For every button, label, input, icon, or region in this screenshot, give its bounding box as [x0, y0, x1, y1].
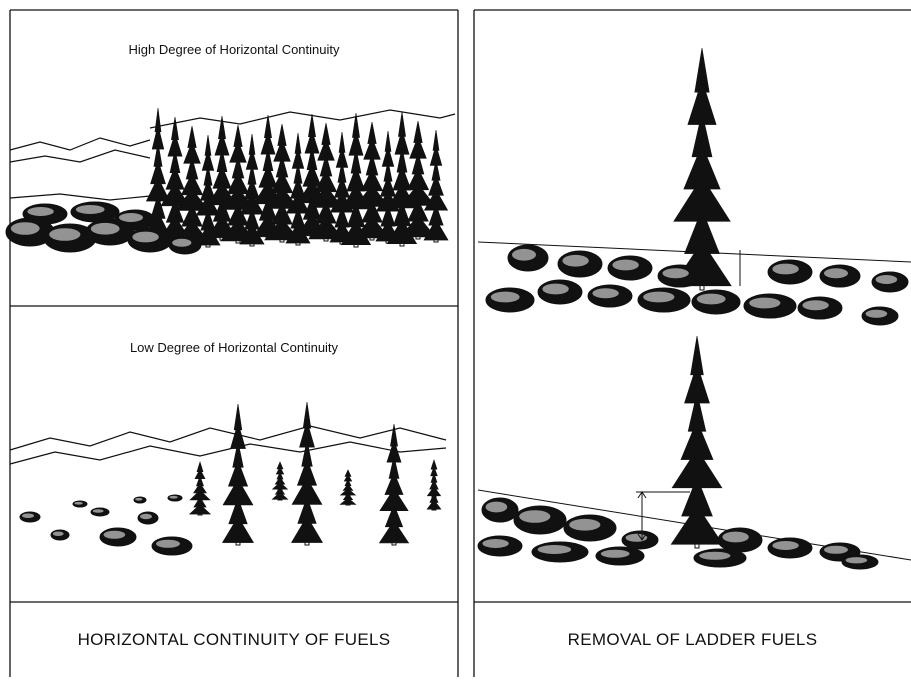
- shrub: [767, 537, 813, 559]
- shrub: [72, 500, 88, 508]
- shrub: [168, 235, 202, 255]
- continuous-shrubs: [5, 201, 202, 255]
- shrub: [743, 293, 797, 319]
- shrub: [477, 535, 523, 557]
- shrub: [50, 529, 70, 541]
- conifer-tree: [285, 132, 311, 246]
- left-caption: HORIZONTAL CONTINUITY OF FUELS: [77, 630, 391, 649]
- shrub: [717, 527, 763, 553]
- left-panel-frame: [9, 9, 459, 677]
- shrub: [127, 227, 173, 253]
- conifer-tree: [264, 123, 300, 243]
- shrub: [151, 536, 193, 556]
- shrub: [114, 209, 156, 231]
- shrub: [607, 255, 653, 281]
- ladder-fuel-shrubs: [477, 244, 909, 570]
- shrub: [693, 548, 747, 568]
- conifer-tree: [672, 47, 732, 291]
- shrub: [133, 496, 147, 504]
- conifer-tree: [252, 114, 284, 240]
- conifer-tree: [221, 403, 255, 546]
- conifer-tree: [188, 460, 212, 516]
- shrub: [70, 201, 120, 223]
- conifer-tree: [329, 131, 355, 245]
- shrub: [19, 511, 41, 523]
- shrub: [871, 271, 909, 293]
- shrub: [819, 264, 861, 288]
- scattered-shrubs: [19, 494, 193, 556]
- shrub: [637, 287, 691, 313]
- shrub: [841, 554, 879, 570]
- conifer-tree: [378, 423, 410, 546]
- shrub: [595, 546, 645, 566]
- shrub: [481, 497, 519, 523]
- shrub: [537, 279, 583, 305]
- conifer-tree: [145, 107, 171, 239]
- shrub: [621, 530, 659, 550]
- shrub: [861, 306, 899, 326]
- shrub: [507, 244, 549, 272]
- conifer-tree: [670, 335, 724, 549]
- shrub: [485, 287, 535, 313]
- low-continuity-title: Low Degree of Horizontal Continuity: [129, 340, 339, 355]
- conifer-tree: [386, 111, 418, 247]
- shrub: [531, 541, 589, 563]
- ridgelines: [9, 109, 456, 465]
- conifer-tree: [195, 134, 221, 248]
- conifer-tree: [426, 459, 442, 511]
- shrub: [22, 203, 68, 225]
- shrub: [657, 264, 703, 288]
- right-panel-frame: [473, 9, 911, 677]
- shrub: [137, 511, 159, 525]
- clearance-marker: [636, 250, 741, 541]
- shrub: [557, 250, 603, 278]
- conifer-tree: [339, 469, 357, 506]
- shrub: [587, 284, 633, 308]
- dense-forest: [145, 107, 449, 248]
- right-caption: REMOVAL OF LADDER FUELS: [567, 630, 818, 649]
- conifer-tree: [423, 129, 449, 243]
- conifer-tree: [400, 120, 436, 240]
- conifer-tree: [290, 401, 324, 546]
- shrub: [99, 527, 137, 547]
- pruned-trees: [670, 47, 732, 549]
- conifer-tree: [239, 133, 265, 247]
- shrub: [797, 296, 843, 320]
- shrub: [5, 217, 55, 247]
- scattered-trees: [188, 401, 442, 546]
- shrub: [90, 507, 110, 517]
- high-continuity-title: High Degree of Horizontal Continuity: [128, 42, 340, 57]
- conifer-tree: [296, 113, 328, 239]
- conifer-tree: [308, 122, 344, 242]
- shrub: [563, 514, 617, 542]
- shrub: [767, 259, 813, 285]
- shrub: [513, 505, 567, 535]
- conifer-tree: [354, 121, 390, 241]
- shrub: [167, 494, 183, 502]
- conifer-tree: [271, 461, 289, 501]
- shrub: [691, 289, 741, 315]
